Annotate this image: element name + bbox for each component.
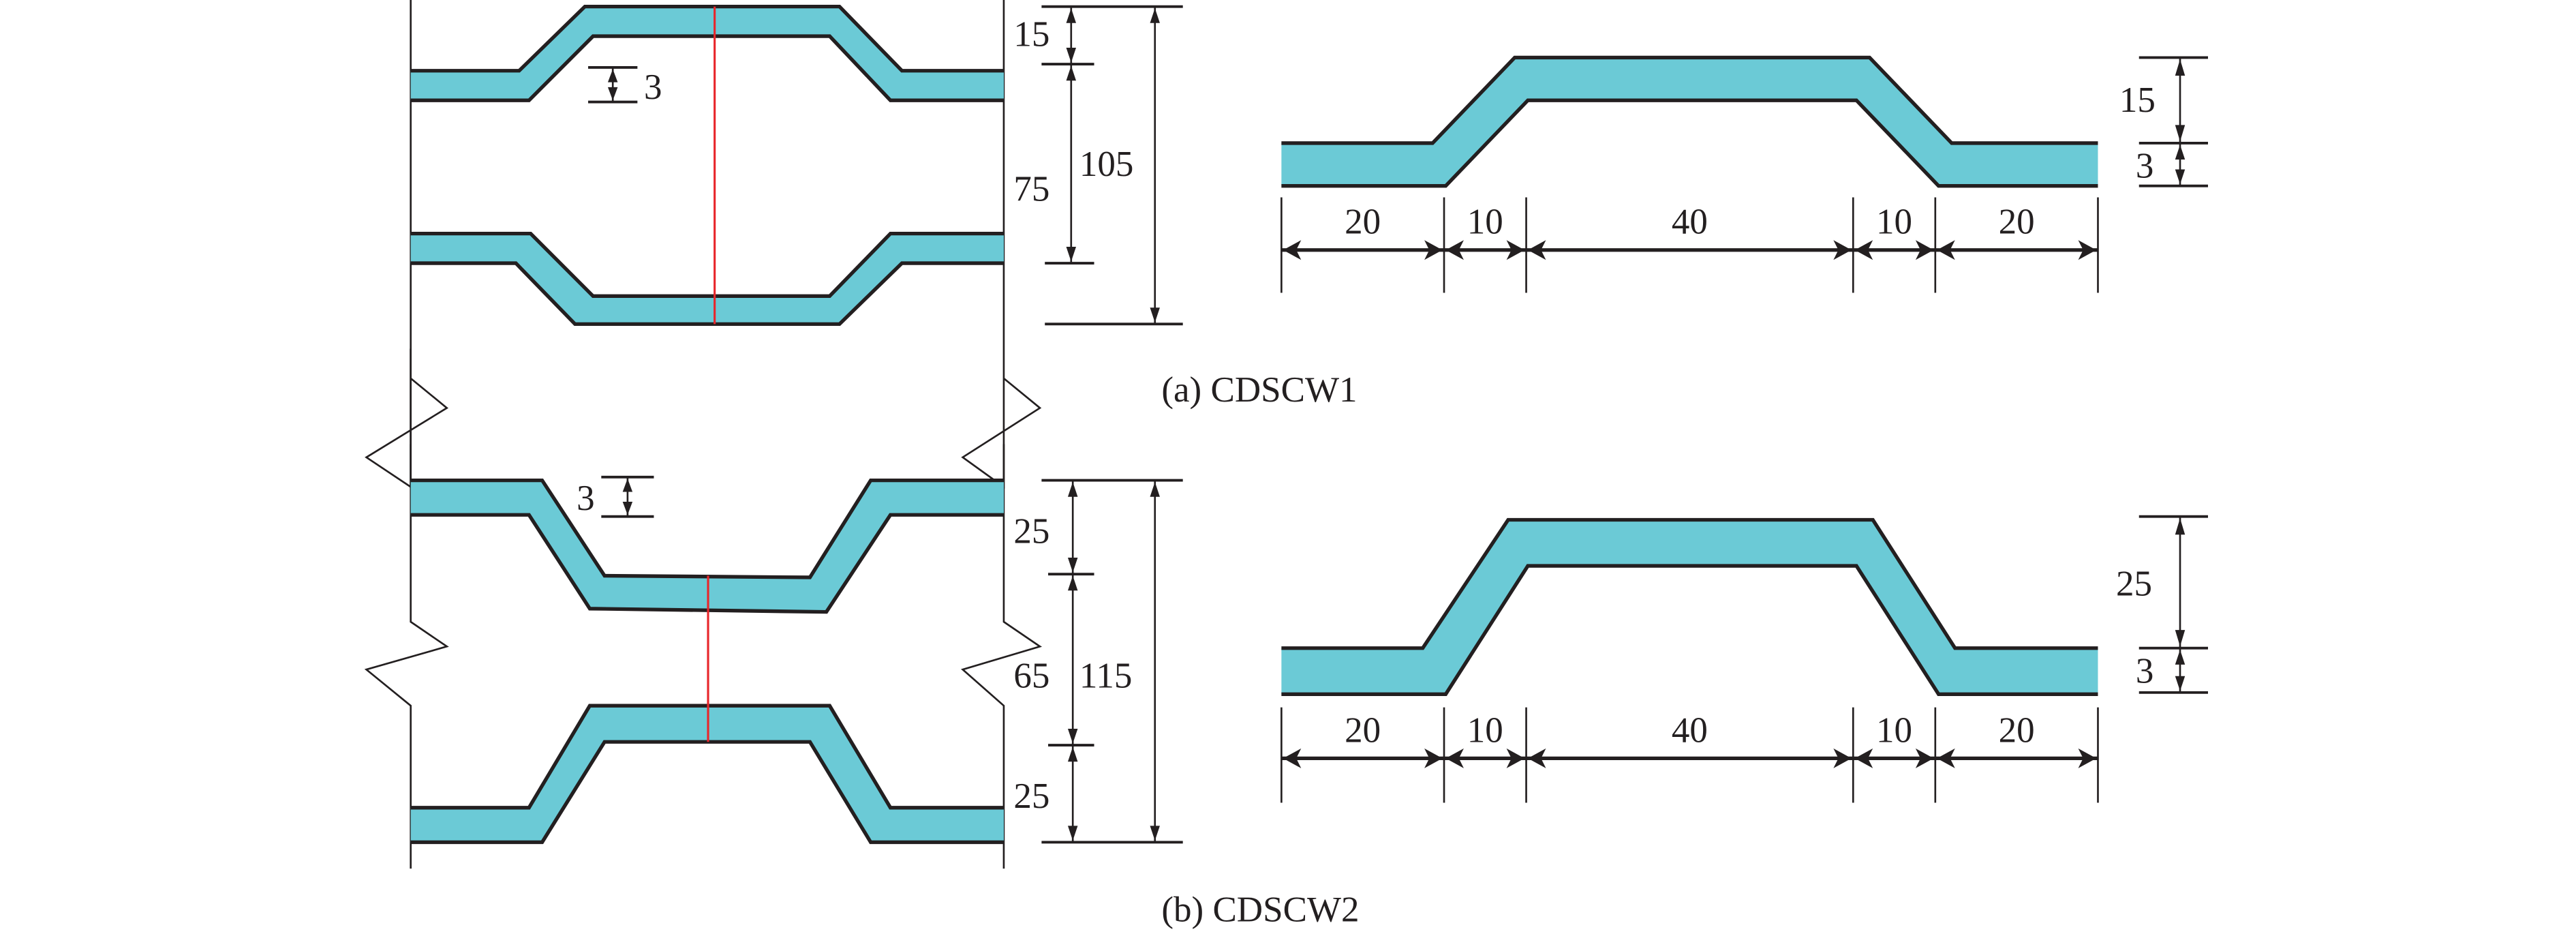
arrow-head (1833, 748, 1852, 768)
arrow-head (1283, 240, 1302, 260)
arrow-head (2175, 630, 2186, 647)
arrow-head (2175, 650, 2186, 665)
plate-edge-bottom-a-outer (410, 261, 1004, 327)
plate-edge-top-a-outer (410, 4, 1004, 73)
arrow-head (2175, 676, 2186, 691)
steel-profile-b (1281, 519, 2098, 695)
dim-label-profile-depth-b: 25 (2116, 564, 2152, 603)
dim-label-total-thickness-a: 105 (1079, 145, 1134, 184)
arrow-head (1283, 748, 1302, 768)
dim-label-segment: 20 (1999, 202, 2035, 242)
arrow-head (622, 479, 633, 492)
arrow-head (1067, 575, 1078, 591)
dim-label-segment: 10 (1467, 202, 1503, 242)
steel-profile-a (1281, 57, 2098, 186)
dim-label-segment: 10 (1467, 710, 1503, 750)
arrow-head (1066, 65, 1077, 81)
arrow-head (2175, 518, 2186, 535)
wall-left-boundary-b (364, 444, 449, 869)
arrow-head (1066, 8, 1077, 23)
dim-label-inner-gap-a: 75 (1013, 169, 1049, 209)
steel-plate-top-b (410, 480, 1004, 612)
horizontal-dimensions-b: 20 10 40 10 20 (1281, 707, 2099, 803)
plate-edge-top-a-inner (410, 34, 1004, 102)
horizontal-dimensions-a: 20 10 40 10 20 (1281, 197, 2099, 293)
dim-label-segment: 10 (1876, 202, 1912, 242)
arrow-head (1150, 826, 1160, 841)
plate-edge-bottom-a-inner (410, 231, 1004, 298)
dim-label-profile-thickness-a: 3 (2136, 147, 2154, 186)
arrow-head (1066, 47, 1077, 63)
arrow-head (1150, 8, 1160, 23)
dim-label-segment: 20 (1345, 710, 1381, 750)
steel-plate-top-a (410, 6, 1004, 101)
panel-a-wall-section: 3 15 75 105 (365, 0, 1183, 489)
panel-a-profile: 15 3 20 10 40 10 20 (1281, 55, 2208, 293)
dim-label-segment: 20 (1345, 202, 1381, 242)
arrow-head (2175, 125, 2186, 142)
dim-label-plate-thickness-a: 3 (644, 67, 662, 107)
arrow-head (1150, 482, 1160, 497)
arrow-head (1915, 748, 1934, 768)
arrow-head (1506, 748, 1525, 768)
arrow-head (1915, 240, 1934, 260)
dim-label-segment: 20 (1999, 710, 2035, 750)
arrow-head (1937, 748, 1955, 768)
arrow-head (622, 501, 633, 515)
profile-edge-top-a (1281, 55, 2098, 145)
dim-label-corrugation-depth-a: 15 (1013, 15, 1049, 55)
dim-label-segment: 10 (1876, 710, 1912, 750)
arrow-head (1527, 240, 1546, 260)
dim-label-bottom-depth-b: 25 (1013, 776, 1049, 816)
arrow-head (1424, 748, 1443, 768)
caption-a: (a) CDSCW1 (1161, 370, 1357, 410)
caption-b: (b) CDSCW2 (1161, 890, 1359, 929)
dim-label-segment: 40 (1672, 202, 1708, 242)
arrow-head (1066, 246, 1077, 262)
panel-b-profile: 25 3 20 10 40 10 20 (1281, 515, 2208, 803)
steel-plate-bottom-a (410, 233, 1004, 324)
dim-label-top-depth-b: 25 (1013, 511, 1049, 551)
profile-edge-bottom-a (1281, 98, 2098, 188)
arrow-head (1527, 748, 1546, 768)
arrow-head (607, 87, 618, 101)
arrow-head (1067, 728, 1078, 744)
arrow-head (2175, 169, 2186, 185)
arrow-head (1067, 826, 1078, 841)
dim-label-total-thickness-b: 115 (1079, 656, 1133, 696)
arrow-head (1833, 240, 1852, 260)
arrow-head (1067, 482, 1078, 497)
arrow-head (1937, 240, 1955, 260)
panel-b-wall-section: 3 25 65 115 25 (364, 444, 1183, 869)
arrow-head (1854, 240, 1873, 260)
plate-edge-bottom-b-inner (410, 704, 1004, 810)
dim-label-inner-gap-b: 65 (1013, 656, 1049, 696)
arrow-head (2078, 240, 2097, 260)
arrow-head (607, 69, 618, 82)
wall-right-boundary-b (961, 444, 1043, 869)
profile-edge-top-b (1281, 517, 2098, 650)
arrow-head (2175, 145, 2186, 160)
dim-label-plate-thickness-b: 3 (577, 479, 595, 518)
dim-label-profile-depth-a: 15 (2119, 80, 2156, 120)
steel-plate-bottom-b (410, 706, 1004, 843)
arrow-head (2175, 59, 2186, 76)
arrow-head (1067, 746, 1078, 762)
arrow-head (1854, 748, 1873, 768)
arrow-head (1150, 307, 1160, 322)
arrow-head (2078, 748, 2097, 768)
arrow-head (1506, 240, 1525, 260)
dim-label-segment: 40 (1672, 710, 1708, 750)
arrow-head (1445, 748, 1464, 768)
profile-edge-bottom-b (1281, 564, 2098, 696)
arrow-head (1067, 558, 1078, 573)
arrow-head (1445, 240, 1464, 260)
dim-label-profile-thickness-b: 3 (2136, 651, 2154, 691)
arrow-head (1424, 240, 1443, 260)
